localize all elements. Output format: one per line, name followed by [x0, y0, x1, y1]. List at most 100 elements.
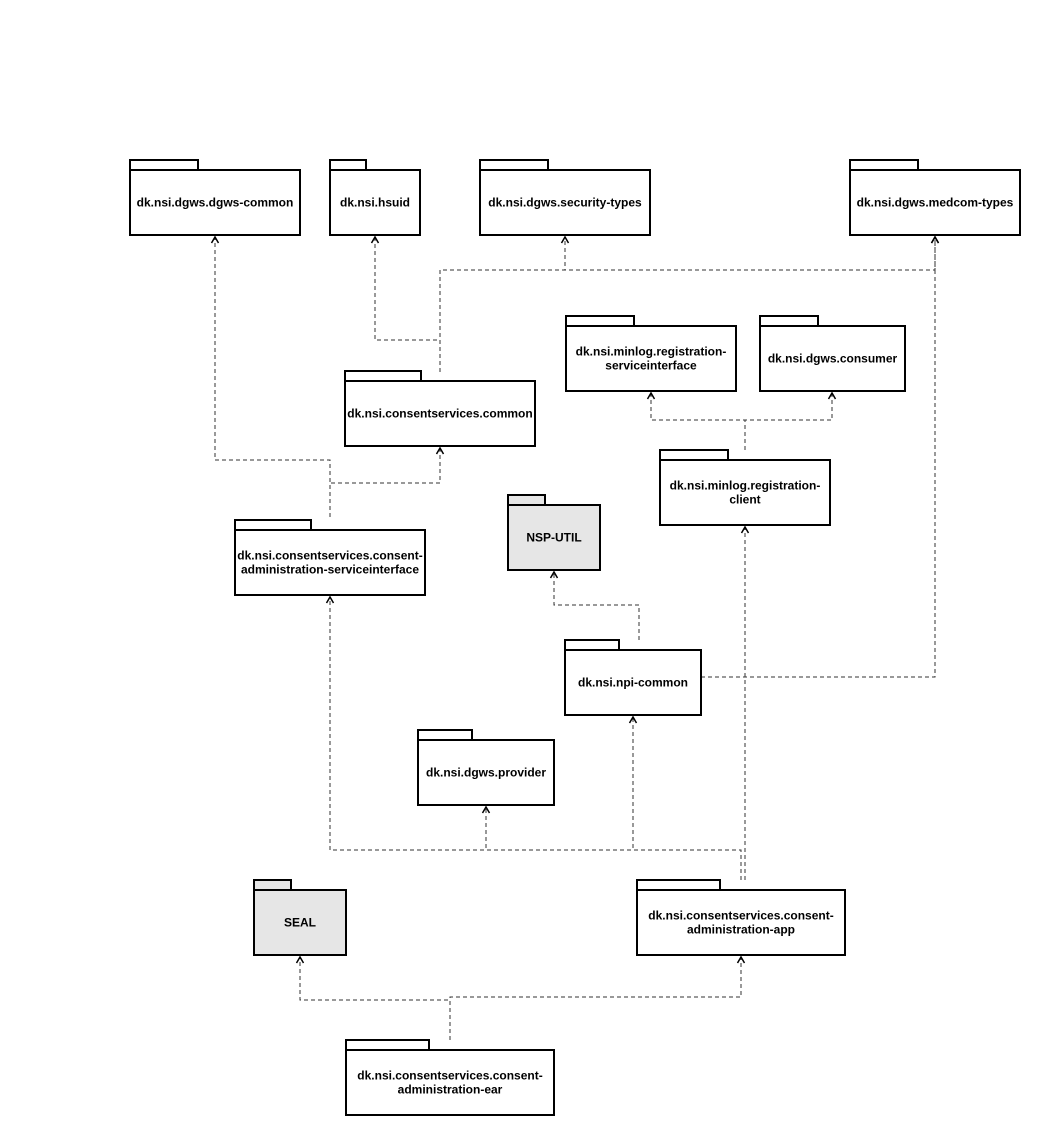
package-medcom-types[interactable]: dk.nsi.dgws.medcom-types — [849, 159, 1021, 236]
package-tab — [329, 159, 367, 171]
dependency-line — [439, 237, 936, 372]
package-label: dk.nsi.consentservices.consent- — [648, 909, 833, 923]
package-minlog-serviceinterface[interactable]: dk.nsi.minlog.registration-serviceinterf… — [565, 315, 737, 392]
package-consentservices-common[interactable]: dk.nsi.consentservices.common — [344, 370, 536, 447]
package-minlog-client[interactable]: dk.nsi.minlog.registration-client — [659, 449, 831, 526]
package-body — [234, 529, 426, 596]
package-label: dk.nsi.dgws.security-types — [488, 196, 642, 210]
dependency-consent-admin-serviceinterface-to-consentservices-common — [329, 446, 445, 517]
dependency-line — [701, 237, 936, 678]
dependency-arrowhead — [740, 525, 750, 534]
package-nodes: dk.nsi.dgws.dgws-common dk.nsi.hsuid dk.ns… — [129, 159, 1021, 1116]
package-label: administration-app — [687, 923, 795, 937]
dependency-arrowhead — [210, 235, 220, 244]
dependency-line — [439, 237, 566, 372]
package-consent-admin-app[interactable]: dk.nsi.consentservices.consent-administr… — [636, 879, 846, 956]
dependency-consent-admin-app-to-npi-common — [628, 715, 742, 880]
package-label: client — [729, 493, 760, 507]
package-tab — [129, 159, 199, 171]
dependency-npi-common-to-medcom-types — [701, 235, 940, 678]
package-body — [345, 1049, 555, 1116]
package-tab — [344, 370, 422, 382]
package-body — [849, 169, 1021, 236]
package-tab — [564, 639, 620, 651]
dependency-arrowhead — [295, 955, 305, 964]
package-label: dk.nsi.dgws.provider — [426, 766, 546, 780]
dependency-line — [329, 597, 742, 880]
dependency-minlog-client-to-dgws-consumer — [744, 391, 837, 450]
package-label: NSP-UTIL — [526, 531, 581, 545]
package-dgws-provider[interactable]: dk.nsi.dgws.provider — [417, 729, 555, 806]
package-body — [636, 889, 846, 956]
package-label: dk.nsi.minlog.registration- — [670, 479, 821, 493]
dependency-arrowhead — [549, 570, 559, 579]
dependency-arrowhead — [646, 391, 656, 400]
dependency-consent-admin-app-to-minlog-client — [740, 525, 750, 880]
package-label: dk.nsi.consentservices.common — [347, 407, 532, 421]
package-body — [564, 649, 702, 716]
package-npi-common[interactable]: dk.nsi.npi-common — [564, 639, 702, 716]
dependency-consent-admin-app-to-consent-admin-serviceinterface — [325, 595, 742, 880]
package-hsuid[interactable]: dk.nsi.hsuid — [329, 159, 421, 236]
dependency-line — [744, 393, 833, 450]
package-label: administration-ear — [398, 1083, 503, 1097]
package-label: dk.nsi.npi-common — [578, 676, 688, 690]
dependency-arrowhead — [930, 235, 940, 244]
dependency-arrowhead — [370, 235, 380, 244]
package-dgws-consumer[interactable]: dk.nsi.dgws.consumer — [759, 315, 906, 392]
package-tab — [345, 1039, 430, 1051]
dependency-npi-common-to-nsp-util — [549, 570, 640, 640]
package-label: SEAL — [284, 916, 316, 930]
package-seal[interactable]: SEAL — [253, 879, 347, 956]
dependency-line — [632, 717, 742, 880]
package-body — [759, 325, 906, 392]
dependency-line — [299, 957, 451, 1040]
package-label: dk.nsi.dgws.medcom-types — [857, 196, 1014, 210]
package-label: serviceinterface — [605, 359, 697, 373]
package-tab — [849, 159, 919, 171]
package-body — [329, 169, 421, 236]
package-tab — [507, 494, 546, 506]
package-body — [344, 380, 536, 447]
dependency-consent-admin-serviceinterface-to-dgws-common — [210, 235, 331, 517]
dependency-line — [449, 957, 742, 1040]
dependency-line — [374, 237, 441, 372]
package-body — [659, 459, 831, 526]
dependency-arrowhead — [560, 235, 570, 244]
dependency-line — [485, 807, 742, 880]
package-label: administration-serviceinterface — [241, 563, 419, 577]
dependency-edges — [210, 235, 940, 1040]
package-tab — [479, 159, 549, 171]
dependency-consent-admin-ear-to-consent-admin-app — [449, 955, 746, 1040]
dependency-line — [329, 448, 441, 517]
dependency-arrowhead — [481, 805, 491, 814]
dependency-arrowhead — [628, 715, 638, 724]
package-security-types[interactable]: dk.nsi.dgws.security-types — [479, 159, 651, 236]
package-body — [479, 169, 651, 236]
package-label: dk.nsi.consentservices.consent- — [357, 1069, 542, 1083]
dependency-consent-admin-app-to-dgws-provider — [481, 805, 742, 880]
package-label: dk.nsi.consentservices.consent- — [237, 549, 422, 563]
dependency-consent-admin-ear-to-seal — [295, 955, 451, 1040]
dependency-line — [553, 572, 640, 640]
package-label: dk.nsi.hsuid — [340, 196, 410, 210]
package-label: dk.nsi.minlog.registration- — [576, 345, 727, 359]
package-label: dk.nsi.dgws.dgws-common — [137, 196, 294, 210]
package-consent-admin-ear[interactable]: dk.nsi.consentservices.consent-administr… — [345, 1039, 555, 1116]
package-nsp-util[interactable]: NSP-UTIL — [507, 494, 601, 571]
package-body — [253, 889, 347, 956]
package-body — [507, 504, 601, 571]
package-body — [565, 325, 737, 392]
package-tab — [659, 449, 729, 461]
package-tab — [417, 729, 473, 741]
dependency-arrowhead — [435, 446, 445, 455]
package-dgws-common[interactable]: dk.nsi.dgws.dgws-common — [129, 159, 301, 236]
dependency-arrowhead — [736, 955, 746, 964]
package-consent-admin-serviceinterface[interactable]: dk.nsi.consentservices.consent-administr… — [234, 519, 426, 596]
package-label: dk.nsi.dgws.consumer — [768, 352, 898, 366]
dependency-line — [214, 237, 331, 517]
package-tab — [636, 879, 721, 891]
dependency-line — [650, 393, 746, 450]
dependency-minlog-client-to-minlog-serviceinterface — [646, 391, 746, 450]
